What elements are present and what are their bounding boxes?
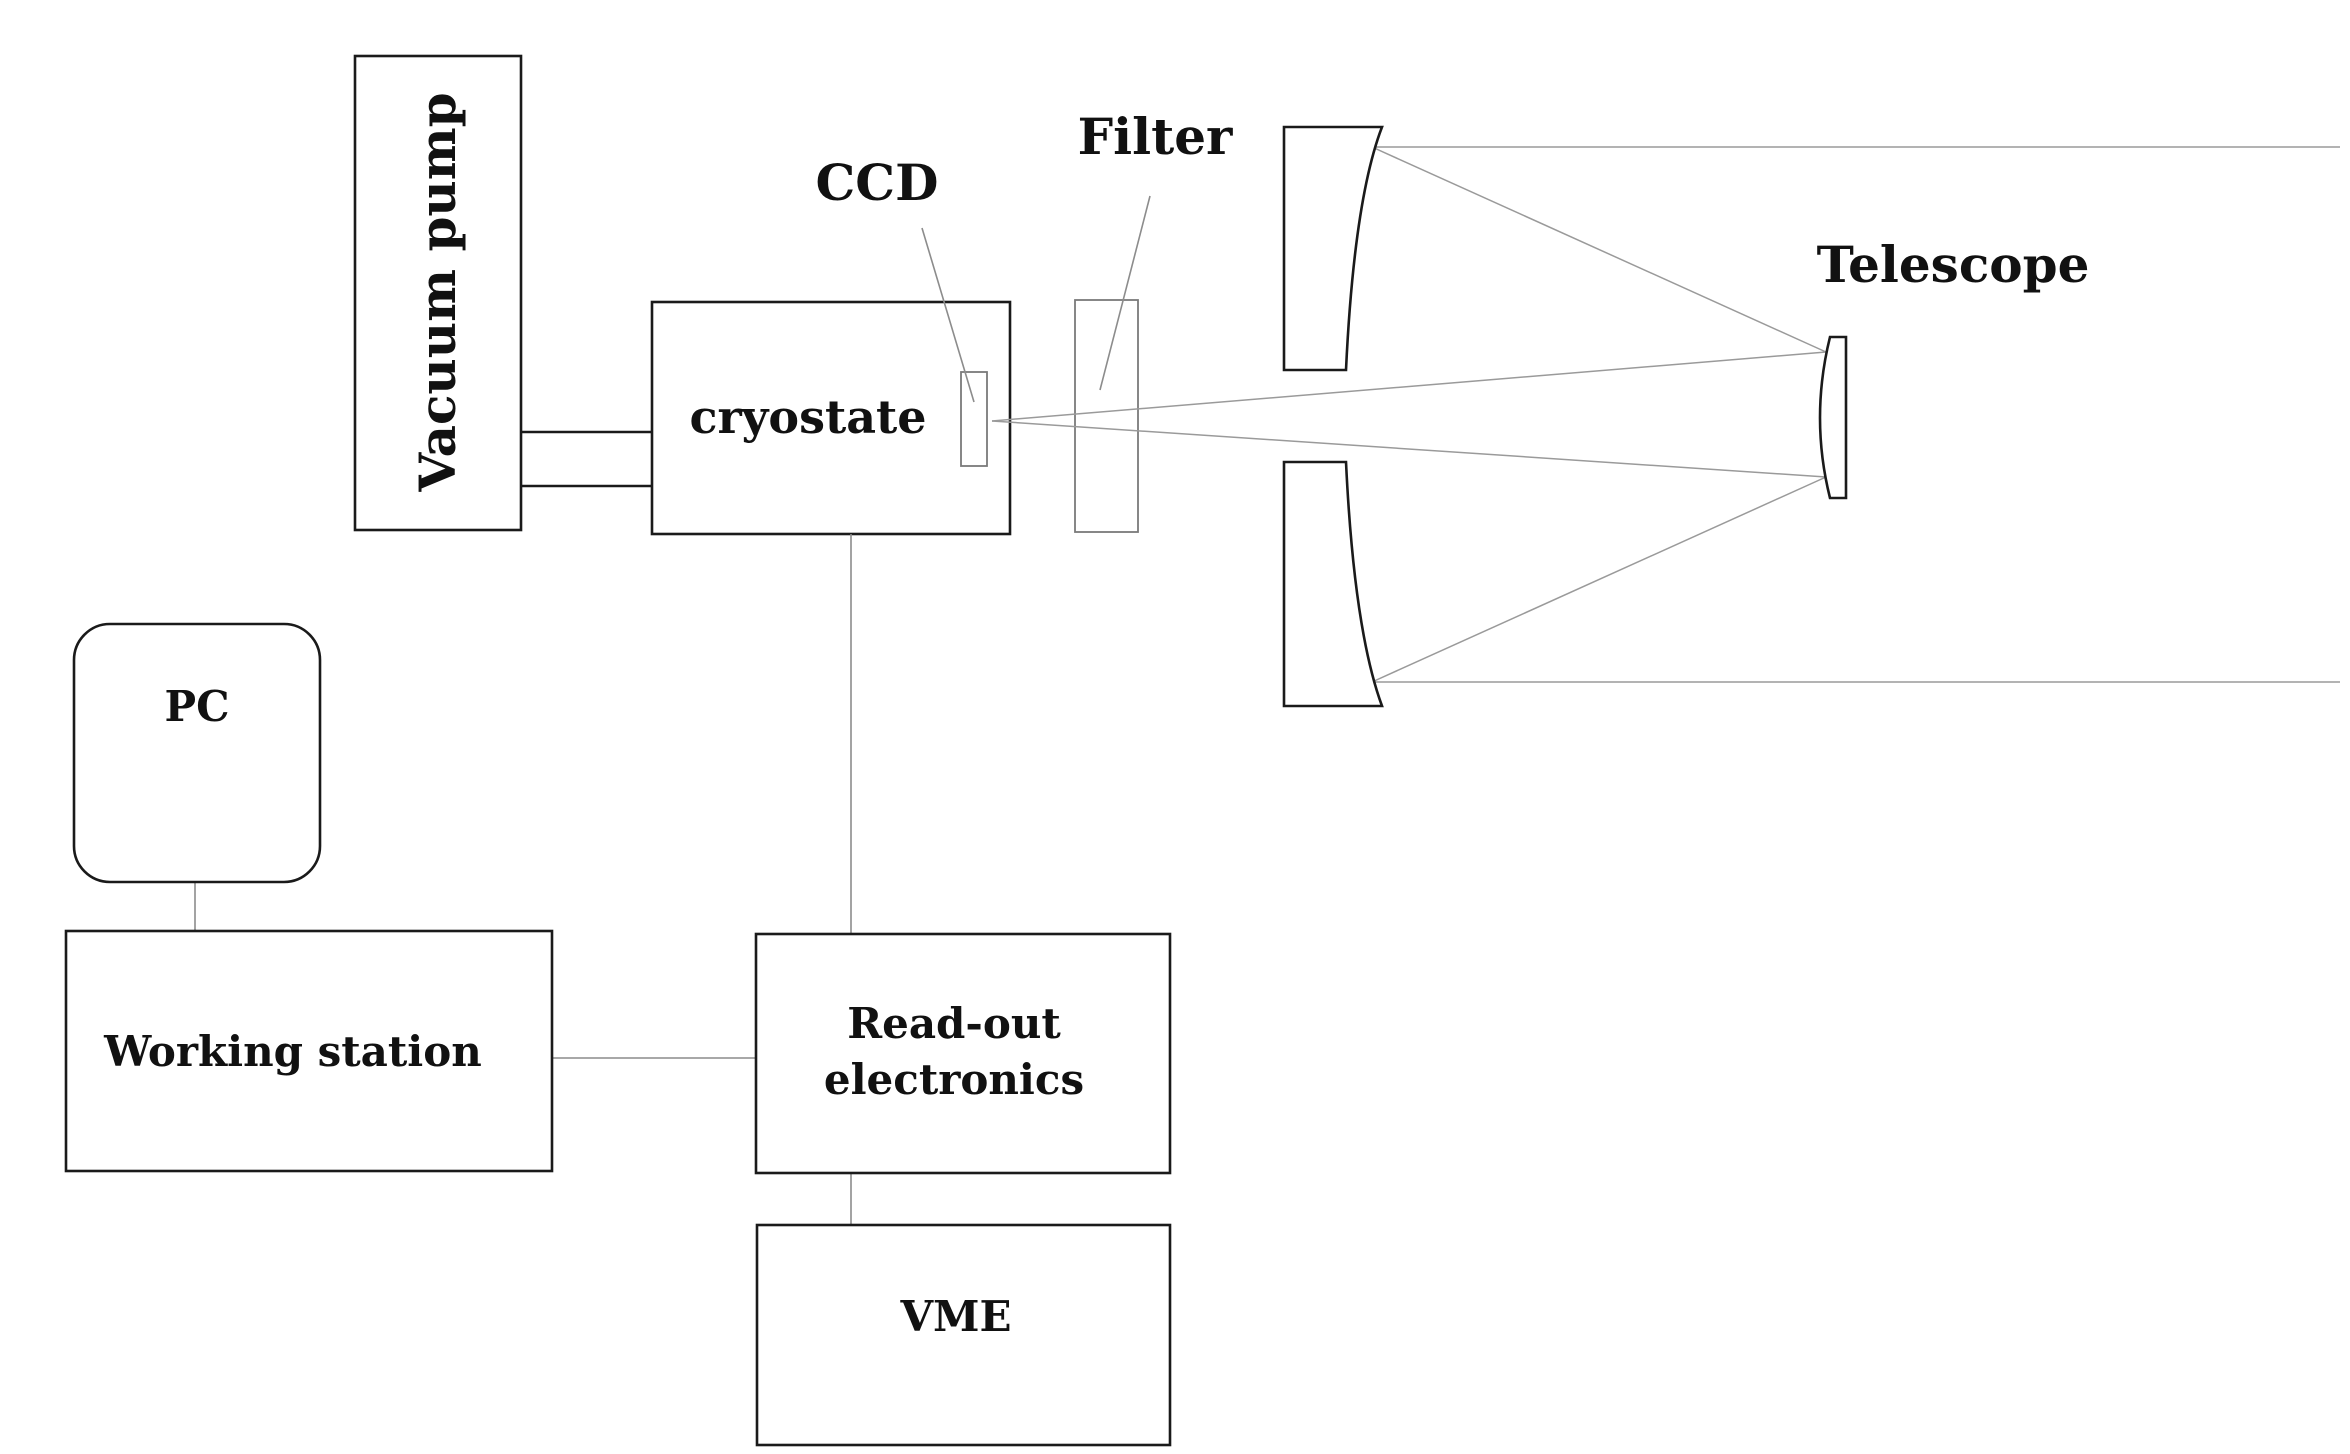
vme-block: VME xyxy=(755,1223,1172,1447)
ray-secondary-to-ccd-bottom xyxy=(991,420,1827,478)
secondary-mirror xyxy=(1818,335,1848,500)
readout-label-line2: electronics xyxy=(824,1055,1084,1104)
vacuum-pump-block: Vacuum pump xyxy=(353,54,523,532)
readout-electronics-box xyxy=(754,932,1172,1175)
ccd-sensor xyxy=(960,371,988,467)
readout-electronics-block: Read-out electronics xyxy=(754,932,1172,1175)
primary-mirror-top xyxy=(1282,125,1384,372)
working-station-box xyxy=(64,929,554,1173)
readout-label-line1: Read-out xyxy=(847,999,1061,1048)
ray-primary-bottom-to-secondary xyxy=(1371,476,1827,683)
ccd-block: CCD xyxy=(816,153,988,467)
working-station-label: Working station xyxy=(103,1027,482,1076)
vme-box xyxy=(755,1223,1172,1447)
filter-label: Filter xyxy=(1078,107,1233,166)
vacuum-pipe xyxy=(521,430,652,488)
vacuum-pump-label: Vacuum pump xyxy=(408,92,467,492)
ccd-label: CCD xyxy=(816,153,939,212)
pc-block: PC xyxy=(72,622,322,884)
primary-mirror-bottom xyxy=(1282,460,1384,708)
filter-leader-line xyxy=(1099,195,1151,391)
ray-secondary-to-ccd-top xyxy=(991,351,1827,422)
filter-plate xyxy=(1074,299,1139,533)
cryostate-block: cryostate xyxy=(650,300,1012,536)
optical-rays xyxy=(991,146,2340,683)
filter-block: Filter xyxy=(1074,107,1233,533)
ray-primary-top-to-secondary xyxy=(1371,146,1827,353)
cryostate-label: cryostate xyxy=(689,390,926,444)
cryostate-box xyxy=(650,300,1012,536)
vacuum-pump-box xyxy=(353,54,523,532)
pc-box xyxy=(72,622,322,884)
telescope-label: Telescope xyxy=(1817,235,2090,294)
ccd-leader-line xyxy=(921,227,975,403)
vme-label: VME xyxy=(899,1292,1011,1341)
pc-label: PC xyxy=(164,682,229,731)
working-station-block: Working station xyxy=(64,929,554,1173)
connection-wires xyxy=(194,534,852,1225)
